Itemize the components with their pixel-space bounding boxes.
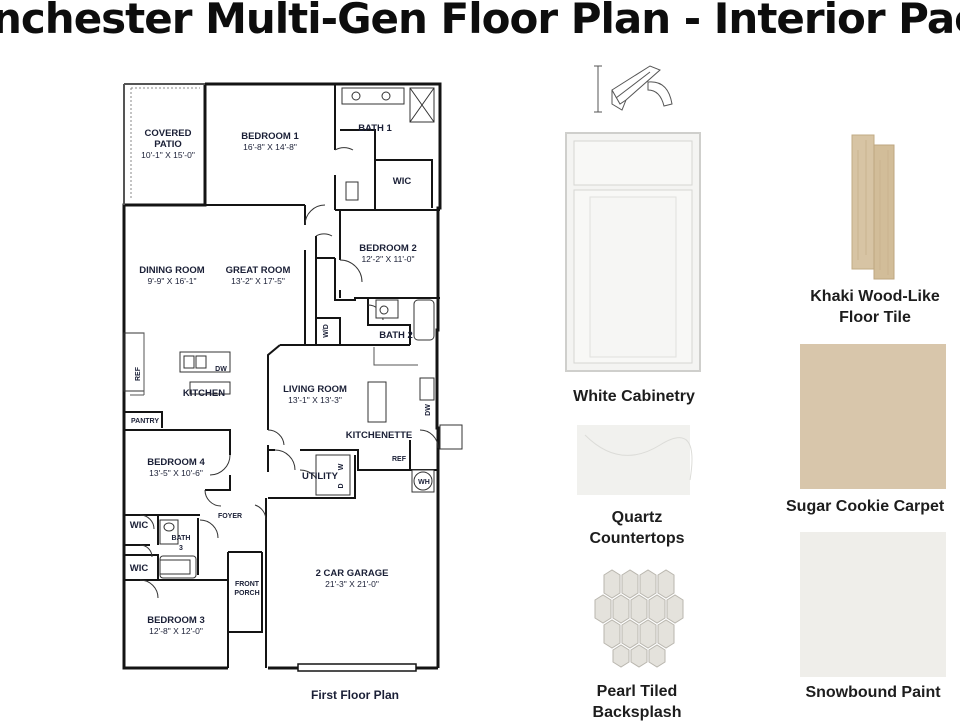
material-quartz-line-2: Countertops — [589, 530, 685, 547]
dw-label: DW — [215, 366, 227, 373]
bedroom1-label: BEDROOM 1 — [241, 131, 299, 142]
wic2-label: WIC — [130, 520, 149, 531]
front-porch-label-2: PORCH — [234, 590, 259, 597]
page-title: nchester Multi-Gen Floor Plan - Interior… — [0, 0, 960, 43]
bath2-label: BATH 2 — [379, 330, 413, 341]
ref2-label: REF — [392, 456, 407, 463]
material-cabinetry-line-1: White Cabinetry — [573, 388, 695, 405]
material-backsplash-label: Pearl Tiled Backsplash — [557, 681, 717, 723]
interior-walls — [124, 84, 440, 668]
kitchenette-label: KITCHENETTE — [346, 430, 413, 441]
bedroom3-dims: 12'-8" X 12'-0" — [149, 626, 203, 636]
covered-patio-dims: 10'-1" X 15'-0" — [141, 150, 195, 160]
material-backsplash-line-2: Backsplash — [592, 704, 682, 721]
bedroom2-dims: 12'-2" X 11'-0" — [361, 254, 414, 264]
bedroom1-dims: 16'-8" X 14'-8" — [243, 142, 297, 152]
room-labels: COVERED PATIO 10'-1" X 15'-0" BEDROOM 1 … — [130, 123, 432, 636]
bedroom3-label: BEDROOM 3 — [147, 615, 205, 626]
pantry-label: PANTRY — [131, 418, 159, 425]
covered-patio-label: COVERED — [145, 128, 192, 139]
crown-molding-sketch — [594, 65, 673, 113]
living-room-dims: 13'-1" X 13'-3" — [288, 395, 342, 405]
material-floor-line-2: Floor Tile — [839, 309, 911, 326]
great-room-label: GREAT ROOM — [226, 265, 291, 276]
fixtures — [123, 87, 463, 579]
bath1-label: BATH 1 — [358, 123, 392, 134]
front-porch-label: FRONT — [235, 581, 260, 588]
bedroom4-label: BEDROOM 4 — [147, 457, 205, 468]
door-swings — [139, 147, 439, 599]
garage-door — [297, 663, 417, 672]
garage-dims: 21'-3" X 21'-0" — [325, 579, 379, 589]
ref-label: REF — [135, 366, 142, 381]
bath3-label-2: 3 — [179, 545, 183, 552]
kitchen-label: KITCHEN — [183, 388, 225, 399]
dining-label: DINING ROOM — [139, 265, 205, 276]
dryer-label: D — [338, 483, 345, 488]
carpet-swatch — [800, 344, 946, 489]
bedroom2-label: BEDROOM 2 — [359, 243, 417, 254]
great-room-dims: 13'-2" X 17'-5" — [231, 276, 285, 286]
covered-patio-label-2: PATIO — [154, 139, 182, 150]
plan-caption: First Floor Plan — [311, 688, 399, 702]
wic1-label: WIC — [393, 176, 412, 187]
washer-label: W — [338, 463, 345, 470]
material-backsplash-line-1: Pearl Tiled — [596, 683, 678, 700]
dw2-label: DW — [425, 404, 432, 416]
backsplash-tile — [594, 569, 684, 668]
foyer-label: FOYER — [218, 513, 242, 520]
dining-dims: 9'-9" X 16'-1" — [148, 276, 197, 286]
material-carpet-label: Sugar Cookie Carpet — [786, 496, 960, 517]
living-room-label: LIVING ROOM — [283, 384, 347, 395]
wh-label: WH — [418, 479, 430, 486]
material-carpet-line-1: Sugar Cookie Carpet — [786, 498, 945, 515]
washer-dryer-label: W/D — [323, 324, 330, 338]
wic3-label: WIC — [130, 563, 149, 574]
material-floor-label: Khaki Wood-Like Floor Tile — [790, 286, 960, 328]
patio-outline — [130, 87, 200, 200]
material-quartz-label: Quartz Countertops — [557, 507, 717, 549]
bath3-label: BATH — [172, 535, 191, 542]
material-floor-line-1: Khaki Wood-Like — [810, 288, 940, 305]
material-paint-label: Snowbound Paint — [786, 682, 960, 703]
material-quartz-line-1: Quartz — [611, 509, 663, 526]
garage-label: 2 CAR GARAGE — [316, 568, 389, 579]
quartz-swatch — [577, 425, 690, 495]
material-paint-line-1: Snowbound Paint — [805, 684, 941, 701]
utility-label: UTILITY — [302, 471, 339, 482]
paint-swatch — [800, 532, 946, 677]
material-cabinetry-label: White Cabinetry — [554, 386, 714, 407]
wood-plank-tiles — [851, 134, 895, 280]
bedroom4-dims: 13'-5" X 10'-6" — [149, 468, 203, 478]
counter-lines — [130, 333, 418, 396]
white-cabinet-door — [565, 132, 701, 372]
